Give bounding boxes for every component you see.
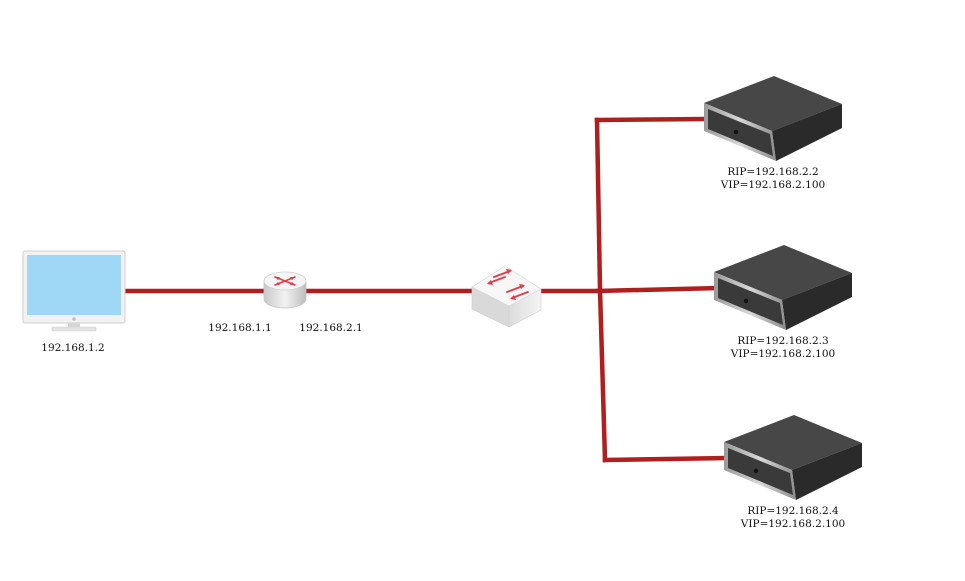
link-server-2 xyxy=(595,285,720,294)
server-icon-1 xyxy=(704,76,842,161)
server-2-vip-label: VIP=192.168.2.100 xyxy=(730,348,835,360)
router-icon xyxy=(263,271,307,309)
link-server-3 xyxy=(602,455,729,463)
server-3-vip-label: VIP=192.168.2.100 xyxy=(740,518,845,530)
client-ip-label: 192.168.1.2 xyxy=(41,342,104,354)
server-2-rip-label: RIP=192.168.2.3 xyxy=(737,335,828,347)
client-computer-icon xyxy=(22,250,126,332)
switch-icon xyxy=(471,265,542,328)
monitor-screen xyxy=(27,255,121,315)
server-icon-2 xyxy=(714,245,852,330)
router-ip-right-label: 192.168.2.1 xyxy=(299,322,362,334)
network-links xyxy=(120,116,729,463)
router-ip-left-label: 192.168.1.1 xyxy=(208,322,271,334)
link-server-1 xyxy=(594,116,708,123)
server-1-vip-label: VIP=192.168.2.100 xyxy=(720,179,825,191)
server-icon-3 xyxy=(724,415,862,500)
server-1-rip-label: RIP=192.168.2.2 xyxy=(727,166,818,178)
server-3-rip-label: RIP=192.168.2.4 xyxy=(747,505,839,517)
